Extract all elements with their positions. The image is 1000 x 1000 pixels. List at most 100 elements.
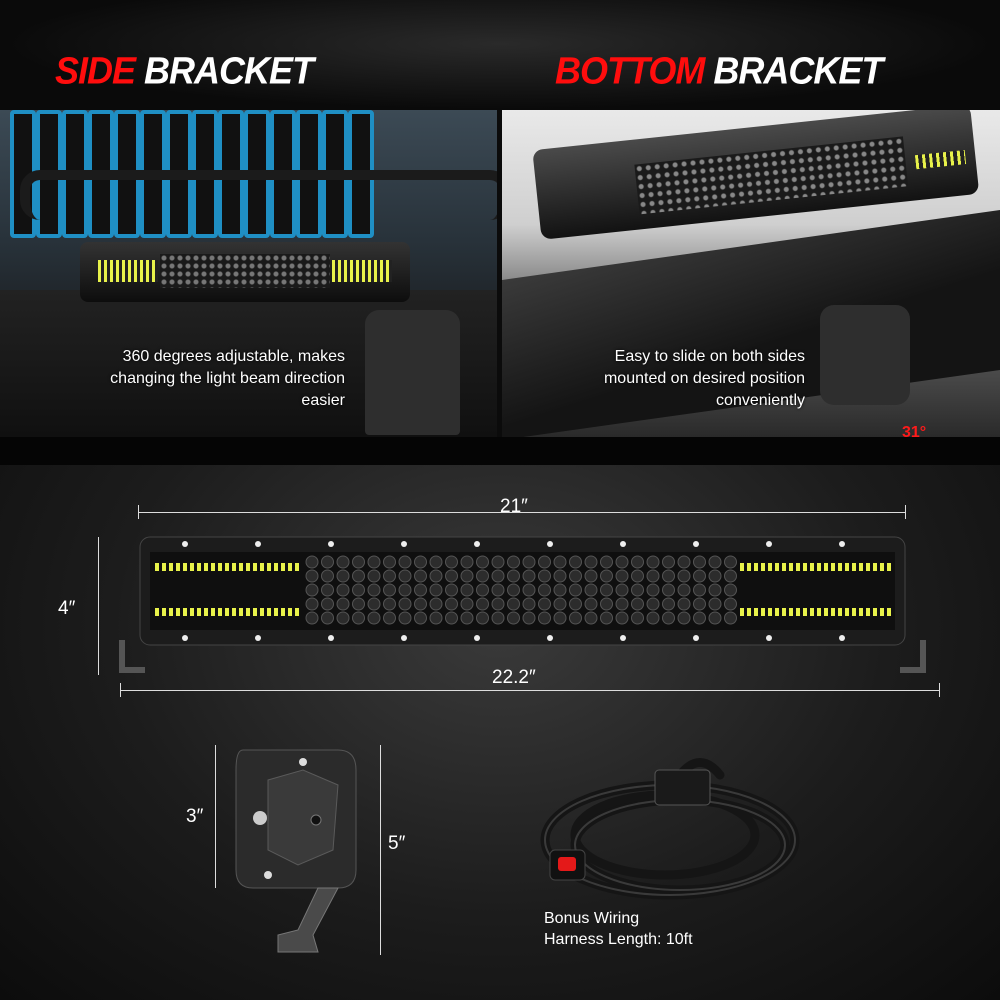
led-strip-chip	[246, 608, 250, 616]
led-reflector	[708, 583, 722, 597]
led-reflector	[507, 555, 520, 569]
led-reflector	[708, 555, 722, 569]
screw	[401, 635, 407, 641]
led-reflector	[491, 555, 505, 569]
led-reflector	[445, 555, 458, 569]
led-strip-chip	[747, 608, 751, 616]
led-reflector	[491, 597, 505, 611]
led-reflector	[507, 583, 520, 597]
screw	[182, 541, 188, 547]
led-reflector	[352, 569, 365, 583]
led-reflector	[646, 597, 660, 611]
screw	[839, 541, 845, 547]
led-strip-chip	[754, 608, 758, 616]
led-strip-chip	[859, 563, 863, 571]
led-reflector	[615, 569, 629, 583]
led-reflector	[352, 597, 365, 611]
side-bracket-photo: 360 degrees adjustable, makes changing t…	[0, 110, 497, 437]
header-band	[0, 0, 1000, 110]
led-reflector	[336, 583, 350, 597]
led-reflector	[724, 569, 737, 583]
led-reflector	[305, 583, 319, 597]
led-strip-chip	[267, 563, 271, 571]
led-reflector	[460, 583, 474, 597]
led-reflector	[398, 555, 412, 569]
led-strip-chip	[162, 608, 166, 616]
led-reflector	[600, 597, 613, 611]
led-reflector	[724, 597, 737, 611]
led-strip-chip	[253, 608, 257, 616]
led-reflector	[398, 597, 412, 611]
led-strip-chip	[190, 608, 194, 616]
harness-caption: Bonus Wiring Harness Length: 10ft	[544, 910, 693, 948]
led-reflector	[460, 569, 474, 583]
led-reflector	[553, 555, 567, 569]
led-reflector	[460, 597, 474, 611]
led-strip-chip	[852, 563, 856, 571]
led-reflector	[662, 555, 675, 569]
led-reflector	[383, 597, 396, 611]
led-reflector	[615, 611, 629, 625]
led-strip-chip	[162, 563, 166, 571]
led-reflector	[569, 583, 582, 597]
led-strip-chip	[288, 608, 292, 616]
led-reflector	[538, 583, 551, 597]
led-strip-chip	[281, 563, 285, 571]
led-reflector	[336, 597, 350, 611]
led-strip-chip	[782, 608, 786, 616]
led-reflector	[693, 611, 706, 625]
led-reflector	[631, 555, 644, 569]
led-strip-chip	[775, 563, 779, 571]
led-reflector	[476, 583, 489, 597]
led-reflector	[584, 555, 598, 569]
led-strip-chip	[239, 563, 243, 571]
led-strip-chip	[859, 608, 863, 616]
led-strip-chip	[845, 563, 849, 571]
light-bar-front-view	[119, 536, 926, 673]
led-strip-chip	[803, 608, 807, 616]
led-reflector	[553, 611, 567, 625]
angle-label: 31°	[902, 424, 927, 437]
dimension-line-5	[380, 745, 381, 955]
screw	[255, 541, 261, 547]
led-reflector	[584, 611, 598, 625]
led-reflector	[491, 583, 505, 597]
led-strip-chip	[288, 563, 292, 571]
led-strip-chip	[225, 563, 229, 571]
led-strip-chip	[782, 563, 786, 571]
led-reflector	[677, 597, 691, 611]
led-reflector	[429, 611, 443, 625]
led-strip-chip	[274, 608, 278, 616]
led-reflector	[476, 569, 489, 583]
led-reflector	[491, 569, 505, 583]
led-reflector	[538, 555, 551, 569]
led-reflector	[538, 611, 551, 625]
screw	[693, 541, 699, 547]
led-reflector	[429, 555, 443, 569]
led-reflector	[724, 583, 737, 597]
led-reflector	[724, 611, 737, 625]
led-reflector	[522, 611, 536, 625]
led-strip-chip	[887, 563, 891, 571]
bracket-side-view	[235, 749, 357, 953]
led-reflector	[305, 611, 319, 625]
led-reflector	[367, 611, 381, 625]
led-reflector	[460, 555, 474, 569]
led-strip-chip	[838, 563, 842, 571]
led-reflector	[584, 597, 598, 611]
screw	[255, 635, 261, 641]
led-strip-chip	[824, 608, 828, 616]
led-reflector	[662, 569, 675, 583]
height-label: 4″	[58, 598, 76, 619]
led-reflector	[367, 555, 381, 569]
led-reflector	[414, 555, 427, 569]
led-strip-chip	[845, 608, 849, 616]
led-strip-chip	[211, 563, 215, 571]
led-reflector	[569, 611, 582, 625]
led-reflector	[414, 611, 427, 625]
led-strip-chip	[831, 608, 835, 616]
led-strip-chip	[211, 608, 215, 616]
led-strip-chip	[740, 608, 744, 616]
led-reflector	[631, 569, 644, 583]
length-inner-label: 21″	[500, 496, 528, 517]
